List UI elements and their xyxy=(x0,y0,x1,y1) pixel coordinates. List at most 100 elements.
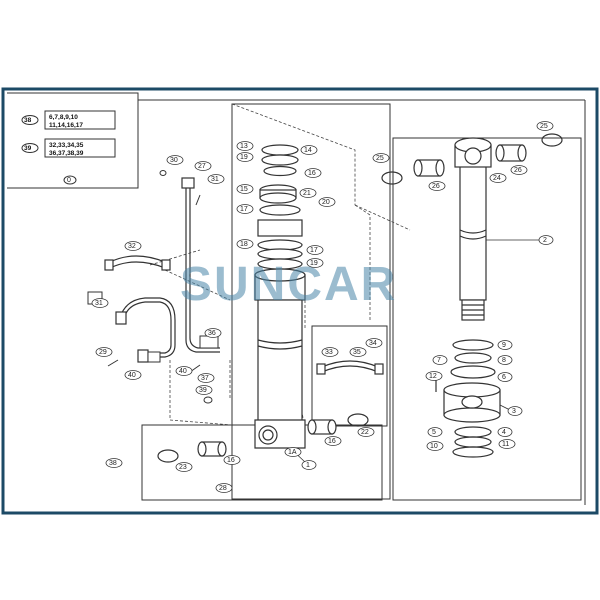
svg-text:11: 11 xyxy=(502,441,509,448)
callout-23: 23 xyxy=(175,462,193,472)
callout-28: 28 xyxy=(215,483,233,493)
svg-text:28: 28 xyxy=(219,485,227,492)
svg-text:40: 40 xyxy=(128,372,136,379)
ref-0-callout: 0 xyxy=(63,175,77,185)
svg-text:0: 0 xyxy=(67,177,71,184)
callout-31b: 31 xyxy=(91,298,109,308)
callout-38: 38 xyxy=(105,458,123,468)
callout-3: 3 xyxy=(499,404,523,416)
svg-text:26: 26 xyxy=(514,167,522,174)
svg-text:31: 31 xyxy=(211,176,219,183)
svg-text:1A: 1A xyxy=(288,449,297,456)
svg-text:25: 25 xyxy=(376,155,384,162)
kit-38-ref: 38 xyxy=(24,117,32,124)
svg-text:38: 38 xyxy=(109,460,117,467)
svg-text:17: 17 xyxy=(310,247,318,254)
svg-text:6: 6 xyxy=(502,374,506,381)
svg-text:31: 31 xyxy=(95,300,103,307)
svg-text:21: 21 xyxy=(303,190,311,197)
kit-38-label: 38 6,7,8,9,10 11,14,16,17 xyxy=(21,110,116,130)
callout-18: 18 xyxy=(236,239,254,249)
svg-text:2: 2 xyxy=(543,237,547,244)
callout-29: 29 xyxy=(95,347,113,357)
svg-text:5: 5 xyxy=(432,429,436,436)
callout-25: 25 xyxy=(372,153,390,163)
callout-34: 34 xyxy=(365,338,383,348)
callout-24: 24 xyxy=(489,173,507,183)
callout-8: 8 xyxy=(497,355,513,365)
kit-39-line1: 32,33,34,35 xyxy=(49,142,84,149)
pilot-tube xyxy=(181,177,220,353)
cylinder-barrel xyxy=(254,144,306,449)
svg-text:35: 35 xyxy=(353,349,361,356)
callout-25b: 25 xyxy=(536,121,554,131)
callout-15: 15 xyxy=(236,184,254,194)
kit-39-line2: 36,37,38,39 xyxy=(49,150,84,157)
callout-10: 10 xyxy=(426,441,444,451)
svg-text:25: 25 xyxy=(540,123,548,130)
callout-17: 17 xyxy=(236,204,254,214)
svg-text:22: 22 xyxy=(361,429,369,436)
callout-16c: 16 xyxy=(324,436,342,446)
svg-text:34: 34 xyxy=(369,340,377,347)
svg-text:3: 3 xyxy=(512,408,516,415)
svg-text:37: 37 xyxy=(201,375,209,382)
callout-40: 40 xyxy=(124,370,142,380)
callout-39: 39 xyxy=(195,385,213,395)
callout-19b: 19 xyxy=(306,258,324,268)
svg-text:12: 12 xyxy=(429,373,437,380)
svg-text:19: 19 xyxy=(310,260,318,267)
svg-text:14: 14 xyxy=(304,147,312,154)
svg-text:39: 39 xyxy=(199,387,207,394)
callout-7: 7 xyxy=(432,355,448,365)
kit-legend-box xyxy=(7,92,586,505)
svg-text:16: 16 xyxy=(328,438,336,445)
callout-33: 33 xyxy=(321,347,339,357)
clamp-right xyxy=(316,360,384,375)
kit-39-label: 39 32,33,34,35 36,37,38,39 xyxy=(21,138,116,158)
clamp-left xyxy=(104,255,171,271)
watermark-text: SUNCAR xyxy=(180,258,397,311)
callout-17b: 17 xyxy=(306,245,324,255)
svg-text:23: 23 xyxy=(179,464,187,471)
svg-text:1: 1 xyxy=(306,462,310,469)
callout-40b: 40 xyxy=(175,366,193,376)
callout-19: 19 xyxy=(236,152,254,162)
svg-text:9: 9 xyxy=(502,342,506,349)
svg-text:16: 16 xyxy=(227,457,235,464)
callout-13: 13 xyxy=(236,141,254,151)
callout-20: 20 xyxy=(318,197,336,207)
svg-text:13: 13 xyxy=(240,143,248,150)
svg-text:20: 20 xyxy=(322,199,330,206)
svg-text:7: 7 xyxy=(437,357,441,364)
callout-2: 2 xyxy=(486,235,554,245)
svg-text:18: 18 xyxy=(240,241,248,248)
callout-37: 37 xyxy=(197,373,215,383)
callout-1a: 1A xyxy=(284,447,302,457)
kit-38-line2: 11,14,16,17 xyxy=(49,122,83,129)
svg-text:19: 19 xyxy=(240,154,248,161)
svg-text:24: 24 xyxy=(493,175,501,182)
callout-16b: 16 xyxy=(223,455,241,465)
svg-text:32: 32 xyxy=(128,243,136,250)
callouts: 1 1A 2 3 4 5 6 7 8 9 10 11 12 13 14 15 1… xyxy=(91,121,554,493)
piston-rod xyxy=(381,133,563,321)
callout-5: 5 xyxy=(427,427,443,437)
callout-30: 30 xyxy=(166,155,184,165)
kit-38-line1: 6,7,8,9,10 xyxy=(49,114,78,121)
svg-text:8: 8 xyxy=(502,357,506,364)
callout-26: 26 xyxy=(428,181,446,191)
svg-text:33: 33 xyxy=(325,349,333,356)
callout-4: 4 xyxy=(497,427,513,437)
callout-35: 35 xyxy=(349,347,367,357)
callout-6: 6 xyxy=(497,372,513,382)
callout-22: 22 xyxy=(357,427,375,437)
svg-text:36: 36 xyxy=(208,330,216,337)
group-boxes xyxy=(141,103,582,501)
svg-text:16: 16 xyxy=(308,170,316,177)
svg-text:29: 29 xyxy=(99,349,107,356)
callout-9: 9 xyxy=(497,340,513,350)
callout-31: 31 xyxy=(207,174,225,184)
svg-text:26: 26 xyxy=(432,183,440,190)
